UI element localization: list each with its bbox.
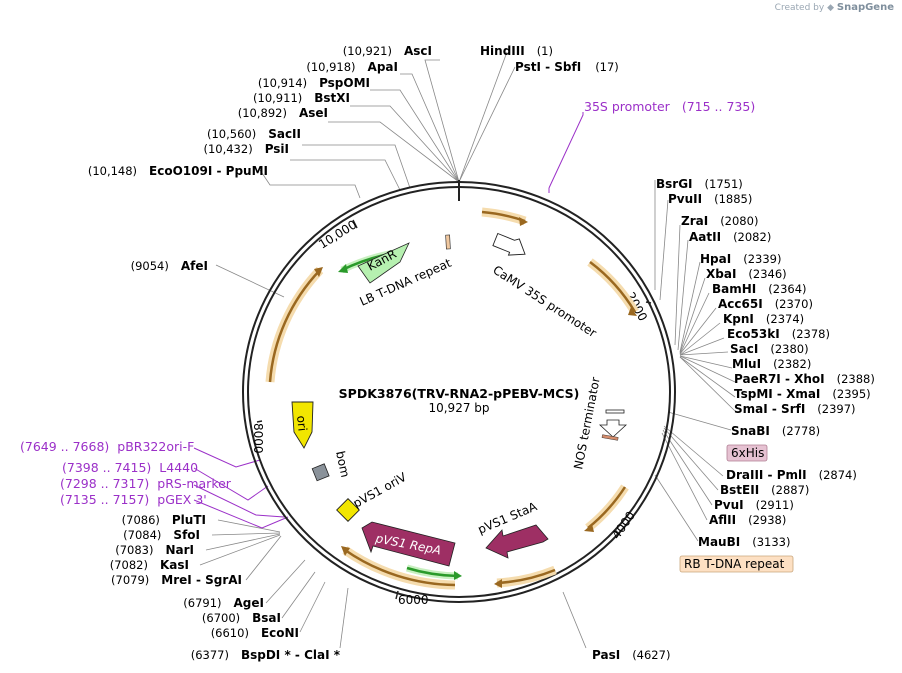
snapgene-credit: Created by ◆ SnapGene bbox=[775, 2, 894, 13]
site-sacii[interactable]: (10,560)SacII bbox=[207, 127, 301, 141]
site-zrai[interactable]: ZraI(2080) bbox=[681, 214, 758, 228]
nos-terminator-arrow[interactable] bbox=[598, 419, 628, 438]
site-mlui[interactable]: MluI(2382) bbox=[732, 357, 811, 371]
site-draiii-pmli[interactable]: DraIII - PmlI(2874) bbox=[726, 468, 857, 482]
size-tick-marks bbox=[256, 219, 652, 600]
rb-repeat-label: RB T-DNA repeat bbox=[684, 557, 785, 571]
site-hindiii[interactable]: HindIII(1) bbox=[480, 44, 553, 58]
site-snabi[interactable]: SnaBI(2778) bbox=[731, 424, 820, 438]
site-kasi[interactable]: (7082)KasI bbox=[110, 558, 189, 572]
site-pspomi[interactable]: (10,914)PspOMI bbox=[258, 76, 370, 90]
site-hpai[interactable]: HpaI(2339) bbox=[700, 252, 781, 266]
site-bsrgi[interactable]: BsrGI(1751) bbox=[656, 177, 743, 191]
nos-terminator-bar bbox=[605, 409, 625, 414]
his-tag-box[interactable] bbox=[726, 444, 768, 462]
site-smai-srfi[interactable]: SmaI - SrfI(2397) bbox=[734, 402, 856, 416]
ori-label: ori bbox=[294, 415, 310, 432]
ori-feature[interactable] bbox=[291, 401, 314, 449]
site-leader-lines bbox=[199, 51, 736, 649]
primer-prs-marker: (7298 .. 7317)pRS-marker bbox=[60, 476, 232, 491]
site-bsai[interactable]: (6700)BsaI bbox=[202, 611, 281, 625]
site-pasi[interactable]: PasI(4627) bbox=[592, 648, 670, 662]
bom-label: bom bbox=[333, 450, 352, 479]
site-asci[interactable]: (10,921)AscI bbox=[343, 44, 432, 58]
site-asei[interactable]: (10,892)AseI bbox=[238, 106, 328, 120]
site-aflii[interactable]: AflII(2938) bbox=[709, 513, 786, 527]
site-eco53ki[interactable]: Eco53kI(2378) bbox=[727, 327, 830, 341]
site-bamhi[interactable]: BamHI(2364) bbox=[712, 282, 807, 296]
site-pvuii[interactable]: PvuII(1885) bbox=[668, 192, 752, 206]
site-afei[interactable]: (9054)AfeI bbox=[131, 259, 208, 273]
snapgene-logo-icon: ◆ bbox=[827, 3, 834, 13]
kanr-feature[interactable] bbox=[357, 242, 410, 284]
nos-his-marker bbox=[601, 434, 619, 441]
site-econi[interactable]: (6610)EcoNI bbox=[211, 626, 299, 640]
site-psii[interactable]: (10,432)PsiI bbox=[203, 142, 289, 156]
site-acc65i[interactable]: Acc65I(2370) bbox=[718, 297, 813, 311]
site-kpni[interactable]: KpnI(2374) bbox=[723, 312, 804, 326]
pvs1-oriv-feature[interactable] bbox=[336, 498, 360, 522]
pvs1-staa-feature[interactable] bbox=[485, 524, 549, 559]
site-bstxi[interactable]: (10,911)BstXI bbox=[253, 91, 350, 105]
camv-promoter-label: CaMV 35S promoter bbox=[490, 263, 599, 340]
primer-pbr322ori-f: (7649 .. 7668)pBR322ori-F bbox=[20, 439, 194, 454]
site-xbai[interactable]: XbaI(2346) bbox=[706, 267, 787, 281]
site-sfoi[interactable]: (7084)SfoI bbox=[123, 528, 200, 542]
rb-repeat-box[interactable] bbox=[679, 555, 794, 573]
site-nari[interactable]: (7083)NarI bbox=[115, 543, 194, 557]
site-tspmi-xmai[interactable]: TspMI - XmaI(2395) bbox=[734, 387, 871, 401]
site-agei[interactable]: (6791)AgeI bbox=[183, 596, 264, 610]
site-apai[interactable]: (10,918)ApaI bbox=[306, 60, 398, 74]
site-pvui[interactable]: PvuI(2911) bbox=[714, 498, 794, 512]
site-saci[interactable]: SacI(2380) bbox=[730, 342, 809, 356]
credit-brand: SnapGene bbox=[836, 2, 894, 13]
primer-l4440: (7398 .. 7415)L4440 bbox=[62, 460, 198, 475]
his-tag-label: 6xHis bbox=[731, 446, 764, 460]
site-bspdi-clai[interactable]: (6377)BspDI * - ClaI * bbox=[191, 648, 341, 662]
site-pluti[interactable]: (7086)PluTI bbox=[122, 513, 206, 527]
primer-35s-promoter: 35S promoter(715 .. 735) bbox=[584, 99, 755, 114]
site-maubi[interactable]: MauBI(3133) bbox=[698, 535, 790, 549]
credit-prefix: Created by bbox=[774, 3, 825, 13]
tick-label-6000: 6000 bbox=[398, 593, 429, 607]
pvs1-repa-feature[interactable] bbox=[361, 521, 456, 567]
site-aatii[interactable]: AatII(2082) bbox=[689, 230, 771, 244]
plasmid-length: 10,927 bp bbox=[428, 401, 489, 415]
site-paer7i-xhoi[interactable]: PaeR7I - XhoI(2388) bbox=[734, 372, 875, 386]
orf-arrowheads bbox=[314, 217, 637, 588]
tick-label-8000: 8000 bbox=[251, 423, 265, 454]
tick-label-10000: 10,000 bbox=[316, 217, 359, 251]
pvs1-oriv-label: pVS1 oriV bbox=[351, 470, 410, 511]
plasmid-name: SPDK3876(TRV-RNA2-pPEBV-MCS) bbox=[339, 386, 580, 401]
camv-promoter-feature[interactable] bbox=[492, 231, 530, 261]
lb-repeat-marker bbox=[445, 234, 451, 250]
primer-pgex3: (7135 .. 7157)pGEX 3' bbox=[60, 492, 207, 507]
orf-green-bottom-arrowhead bbox=[454, 571, 462, 580]
tick-label-4000: 4000 bbox=[609, 509, 638, 542]
site-ecoo109i-ppumi[interactable]: (10,148)EcoO109I - PpuMI bbox=[88, 164, 268, 178]
site-mrei-sgrai[interactable]: (7079)MreI - SgrAI bbox=[111, 573, 242, 587]
site-bsteii[interactable]: BstEII(2887) bbox=[720, 483, 809, 497]
primer-lines bbox=[193, 112, 584, 529]
bom-feature[interactable] bbox=[311, 463, 330, 482]
site-psti-sbfi[interactable]: PstI - SbfI(17) bbox=[515, 60, 619, 74]
kanr-green-arrowhead bbox=[338, 264, 348, 273]
orf-arcs bbox=[265, 207, 639, 590]
